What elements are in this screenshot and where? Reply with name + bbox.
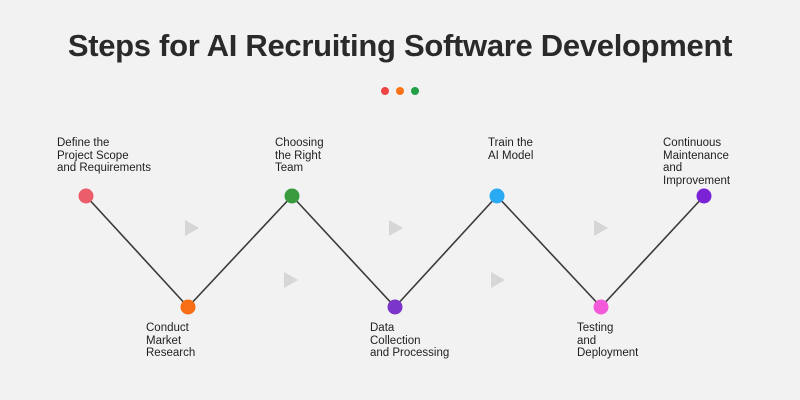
- accent-dot-orange: [396, 87, 404, 95]
- accent-dots: [0, 87, 800, 95]
- step-nodes: [78, 188, 712, 315]
- step-node-testing: [593, 299, 609, 315]
- step-label-testing: Testing and Deployment: [577, 322, 639, 359]
- arrow-right-icon: [594, 220, 608, 236]
- timeline-line: [85, 194, 705, 309]
- step-label-train-model: Train the AI Model: [488, 137, 534, 162]
- arrow-right-icon: [389, 220, 403, 236]
- step-node-maintenance: [696, 188, 712, 204]
- step-node-train-model: [489, 188, 505, 204]
- step-node-define-scope: [78, 188, 94, 204]
- step-label-maintenance: Continuous Maintenance and Improvement: [663, 137, 731, 187]
- arrow-right-icon: [185, 220, 199, 236]
- step-label-data-collection: Data Collection and Processing: [370, 322, 450, 359]
- arrow-right-icon: [491, 272, 505, 288]
- step-label-market-research: Conduct Market Research: [146, 322, 196, 359]
- direction-arrows: [185, 220, 608, 288]
- accent-dot-green: [411, 87, 419, 95]
- step-node-market-research: [180, 299, 196, 315]
- page-title: Steps for AI Recruiting Software Develop…: [67, 28, 733, 63]
- step-node-choosing-team: [284, 188, 300, 204]
- step-label-define-scope: Define the Project Scope and Requirement…: [57, 137, 151, 174]
- accent-dot-red: [381, 87, 389, 95]
- arrow-right-icon: [284, 272, 298, 288]
- step-label-choosing-team: Choosing the Right Team: [275, 137, 324, 174]
- step-node-data-collection: [387, 299, 403, 315]
